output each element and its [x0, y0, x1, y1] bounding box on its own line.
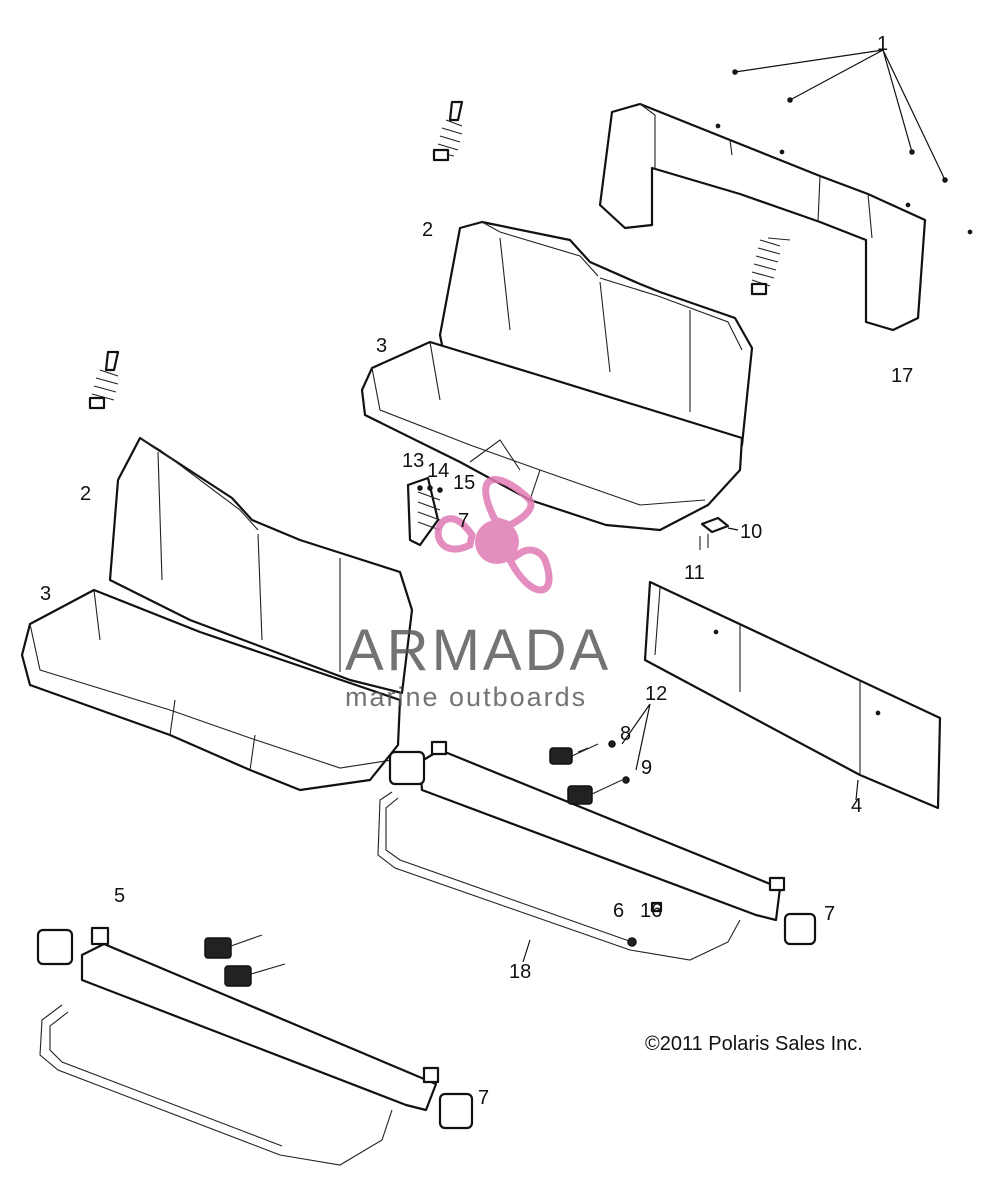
- seat-frame-upper-18: [377, 740, 817, 963]
- callout-8: 8: [620, 723, 631, 745]
- callout-5: 5: [114, 885, 125, 907]
- callout-2-upper: 2: [422, 219, 433, 241]
- callout-7-lower: 7: [478, 1087, 489, 1109]
- seat-bracket-13-15: [406, 476, 443, 547]
- spring-upper-left: [432, 100, 464, 162]
- watermark-logo: [434, 476, 553, 594]
- seat-frame-lower: [36, 926, 474, 1166]
- watermark-title: ARMADA: [345, 618, 611, 683]
- callout-18: 18: [509, 961, 531, 983]
- watermark-subtitle: marine outboards: [345, 682, 587, 712]
- callout-13: 13: [402, 450, 424, 472]
- callout-7-right: 7: [824, 903, 835, 925]
- callout-15: 15: [453, 472, 475, 494]
- spring-left: [88, 350, 120, 410]
- part-11-fasteners: [699, 534, 709, 550]
- part-10-clip: [700, 516, 739, 534]
- seat-bottom-upper-3: [360, 340, 744, 532]
- callout-4: 4: [851, 795, 862, 817]
- callout-6: 6: [613, 900, 624, 922]
- leader-lines-1: [734, 49, 946, 181]
- callout-1: 1: [877, 33, 888, 55]
- copyright-notice: ©2011 Polaris Sales Inc.: [645, 1033, 863, 1055]
- seat-base-panel-4: [643, 580, 942, 810]
- callout-14: 14: [427, 460, 449, 482]
- callout-7-bracket: 7: [458, 510, 469, 532]
- callout-10: 10: [740, 521, 762, 543]
- callout-2-lower: 2: [80, 483, 91, 505]
- spring-upper-center: [750, 237, 791, 296]
- callout-9: 9: [641, 757, 652, 779]
- seat-back-lower-2: [108, 436, 414, 695]
- callout-3-lower: 3: [40, 583, 51, 605]
- callout-16: 16: [640, 900, 662, 922]
- callout-3-upper: 3: [376, 335, 387, 357]
- seat-bottom-lower-3: [20, 588, 402, 792]
- callout-17: 17: [891, 365, 913, 387]
- bolt-set-8-9-12: [549, 703, 651, 805]
- callout-12: 12: [645, 683, 667, 705]
- callout-labels: 1 2 2 3 3 4 5 6 7 7 7 8 9 10 11 12 13 14…: [40, 33, 913, 1109]
- callout-11: 11: [684, 562, 705, 584]
